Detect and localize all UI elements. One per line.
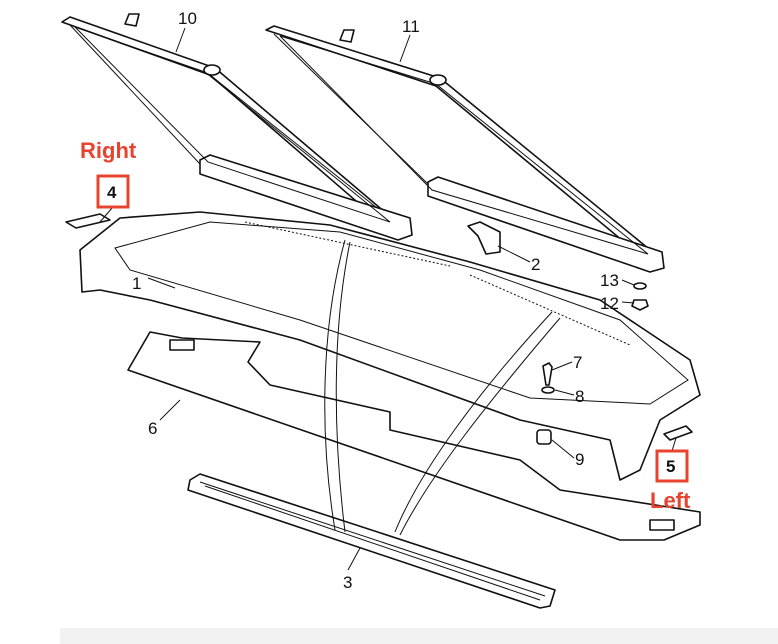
callout-10: 10 [178,9,197,28]
callout-9: 9 [575,450,584,469]
roller-blind-11 [265,25,665,273]
roller-blind-10 [61,13,413,241]
callout-4: 4 [107,183,117,202]
callout-1: 1 [132,274,141,293]
callout-2: 2 [531,255,540,274]
hardware [65,213,693,445]
callout-3: 3 [343,573,352,592]
callout-11: 11 [402,17,420,36]
leader-lines [99,27,677,571]
callout-8: 8 [575,387,584,406]
callout-7: 7 [573,353,582,372]
leader-3-a [324,239,351,533]
trim-strip-3 [187,473,556,609]
left-label: Left [650,488,691,513]
right-label: Right [80,138,137,163]
bottom-band [60,628,778,644]
callout-4-highlight [96,174,130,209]
callout-13: 13 [600,271,619,290]
callout-12: 12 [600,294,619,313]
callout-6: 6 [148,419,157,438]
floor-board-6 [127,331,701,541]
callout-5-highlight [655,449,689,483]
callout-5: 5 [666,457,675,476]
bracket-2 [467,221,501,255]
parcel-shelf-1 [79,211,701,481]
leader-3-b [394,311,561,536]
